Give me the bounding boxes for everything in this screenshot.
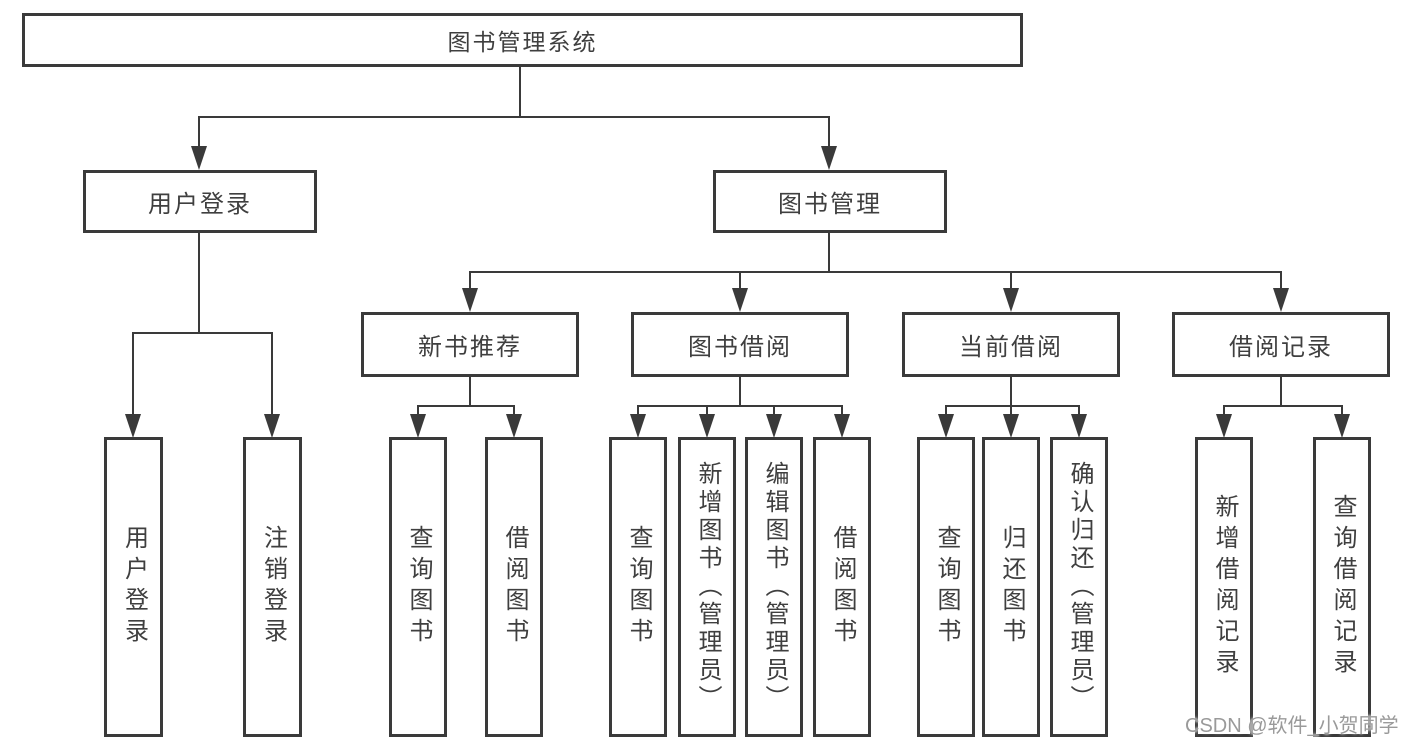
connector-vline (1341, 405, 1343, 417)
node-return-books: 归还图书 (982, 437, 1040, 737)
node-borrowing-records: 借阅记录 (1172, 312, 1390, 377)
node-query-borrow-record: 查询借阅记录 (1313, 437, 1371, 737)
connector-hline (945, 405, 1080, 407)
arrow-down-icon (1003, 414, 1019, 438)
node-logout-action: 注销登录 (243, 437, 302, 737)
connector-vline (198, 116, 200, 148)
node-label: 归还图书 (998, 525, 1025, 649)
node-label: 新书推荐 (418, 334, 522, 361)
arrow-down-icon (699, 414, 715, 438)
node-label: 查询图书 (625, 525, 652, 649)
node-label: 确认归还（管理员） (1066, 461, 1093, 713)
connector-vline (1010, 271, 1012, 290)
connector-hline (1223, 405, 1343, 407)
connector-vline (417, 405, 419, 417)
node-label: 借阅图书 (501, 525, 528, 649)
arrow-down-icon (1273, 288, 1289, 312)
arrow-down-icon (462, 288, 478, 312)
node-label: 图书借阅 (688, 334, 792, 361)
connector-hline (637, 405, 843, 407)
node-query-books-borrowing: 查询图书 (609, 437, 667, 737)
connector-vline (1280, 377, 1282, 407)
node-user-login: 用户登录 (83, 170, 317, 233)
connector-vline (198, 233, 200, 334)
node-label: 图书管理 (778, 191, 882, 218)
node-label: 查询图书 (405, 525, 432, 649)
connector-vline (945, 405, 947, 417)
connector-hline (198, 116, 830, 118)
arrow-down-icon (1071, 414, 1087, 438)
connector-vline (1010, 377, 1012, 407)
connector-vline (469, 377, 471, 407)
connector-vline (841, 405, 843, 417)
arrow-down-icon (821, 146, 837, 170)
arrow-down-icon (125, 414, 141, 438)
arrow-down-icon (506, 414, 522, 438)
node-add-borrow-record: 新增借阅记录 (1195, 437, 1253, 737)
node-confirm-return-admin: 确认归还（管理员） (1050, 437, 1108, 737)
node-label: 用户登录 (148, 191, 252, 218)
node-label: 用户登录 (120, 525, 148, 649)
node-borrow-books-recommend: 借阅图书 (485, 437, 543, 737)
connector-vline (132, 332, 134, 416)
node-label: 新增图书（管理员） (694, 461, 721, 713)
node-library-management-system: 图书管理系统 (22, 13, 1023, 67)
arrow-down-icon (410, 414, 426, 438)
arrow-down-icon (834, 414, 850, 438)
node-label: 借阅图书 (829, 525, 856, 649)
connector-vline (1223, 405, 1225, 417)
arrow-down-icon (1216, 414, 1232, 438)
arrow-down-icon (630, 414, 646, 438)
node-book-management: 图书管理 (713, 170, 947, 233)
node-label: 查询借阅记录 (1329, 494, 1356, 680)
node-current-borrowing: 当前借阅 (902, 312, 1120, 377)
arrow-down-icon (732, 288, 748, 312)
node-query-books-current: 查询图书 (917, 437, 975, 737)
watermark: CSDN @软件_小贺同学 (1185, 715, 1399, 737)
node-label: 当前借阅 (959, 334, 1063, 361)
node-label: 编辑图书（管理员） (761, 461, 788, 713)
node-label: 新增借阅记录 (1211, 494, 1238, 680)
arrow-down-icon (264, 414, 280, 438)
connector-vline (828, 233, 830, 273)
connector-vline (739, 377, 741, 407)
connector-vline (739, 271, 741, 290)
node-label: 注销登录 (259, 525, 287, 649)
connector-hline (469, 271, 1282, 273)
connector-vline (1010, 405, 1012, 417)
node-user-login-action: 用户登录 (104, 437, 163, 737)
connector-vline (469, 271, 471, 290)
node-edit-books-admin: 编辑图书（管理员） (745, 437, 803, 737)
connector-vline (519, 67, 521, 117)
node-label: 查询图书 (933, 525, 960, 649)
connector-vline (706, 405, 708, 417)
node-label: 图书管理系统 (447, 29, 598, 55)
connector-hline (132, 332, 273, 334)
node-query-books-recommend: 查询图书 (389, 437, 447, 737)
node-label: 借阅记录 (1229, 334, 1333, 361)
connector-vline (513, 405, 515, 417)
connector-vline (773, 405, 775, 417)
connector-vline (637, 405, 639, 417)
node-new-book-recommendation: 新书推荐 (361, 312, 579, 377)
arrow-down-icon (191, 146, 207, 170)
node-book-borrowing: 图书借阅 (631, 312, 849, 377)
connector-vline (828, 116, 830, 148)
connector-vline (271, 332, 273, 416)
arrow-down-icon (1003, 288, 1019, 312)
connector-hline (417, 405, 515, 407)
connector-vline (1078, 405, 1080, 417)
node-borrow-books-action: 借阅图书 (813, 437, 871, 737)
connector-vline (1280, 271, 1282, 290)
arrow-down-icon (1334, 414, 1350, 438)
arrow-down-icon (766, 414, 782, 438)
arrow-down-icon (938, 414, 954, 438)
node-add-books-admin: 新增图书（管理员） (678, 437, 736, 737)
